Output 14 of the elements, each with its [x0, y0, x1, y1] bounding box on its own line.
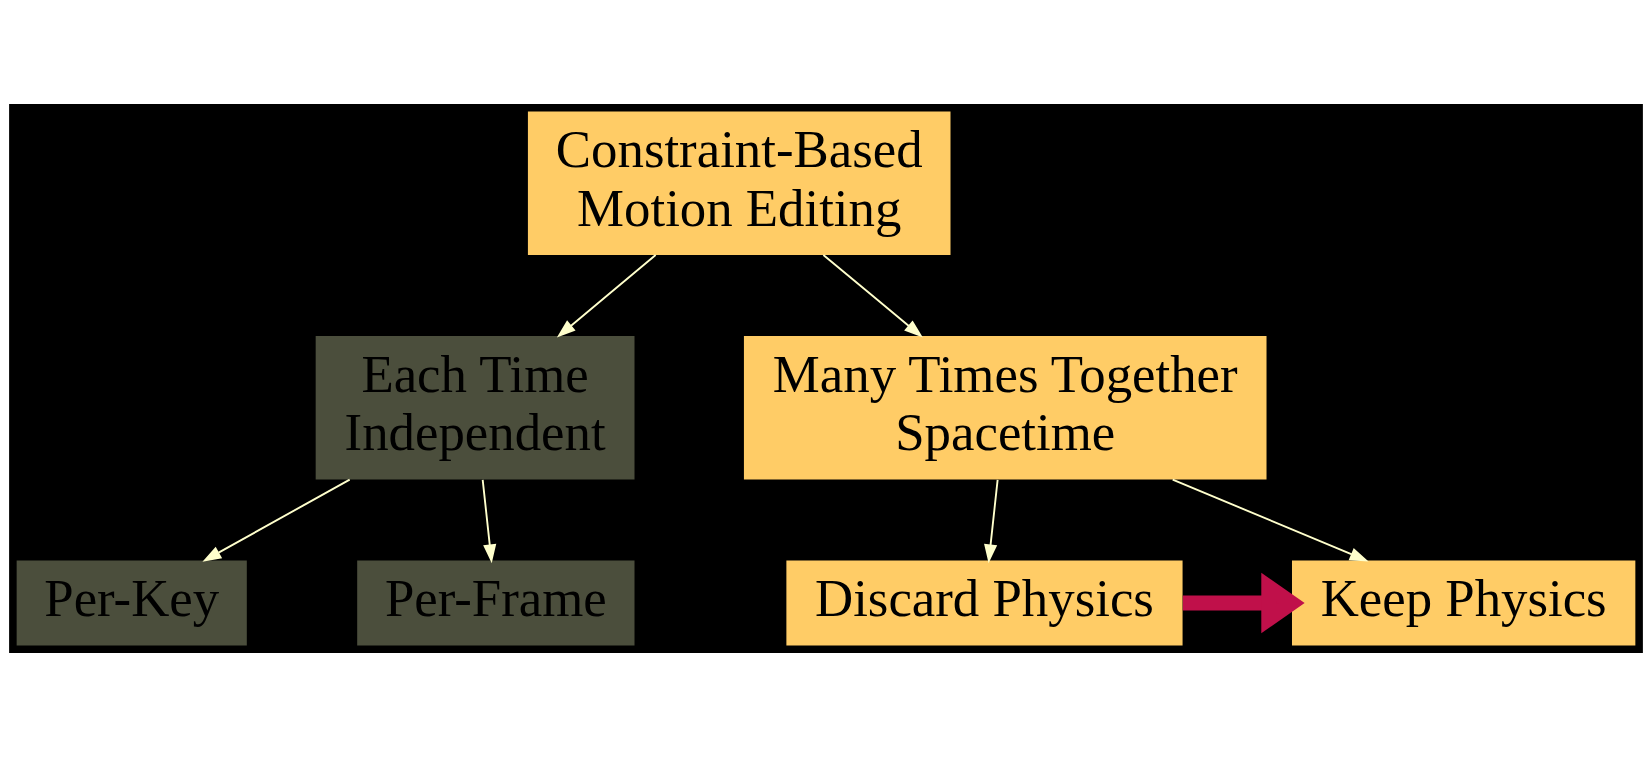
node-box: Each Time Independent: [315, 336, 635, 480]
node-box: Per-Key: [16, 560, 247, 646]
node-box: Keep Physics: [1292, 560, 1636, 646]
arrow: [822, 254, 923, 338]
arrow: [1171, 478, 1369, 562]
arrow: [481, 478, 497, 564]
node-box: Per-Frame: [357, 560, 635, 646]
node-box: Discard Physics: [786, 560, 1183, 646]
arrow: [984, 478, 999, 564]
node-box: Constraint-Based Motion Editing: [527, 111, 951, 255]
arrow: [1182, 572, 1305, 634]
arrow: [556, 254, 657, 338]
node-box: Many Times Together Spacetime: [743, 336, 1267, 480]
arrow: [202, 478, 351, 562]
